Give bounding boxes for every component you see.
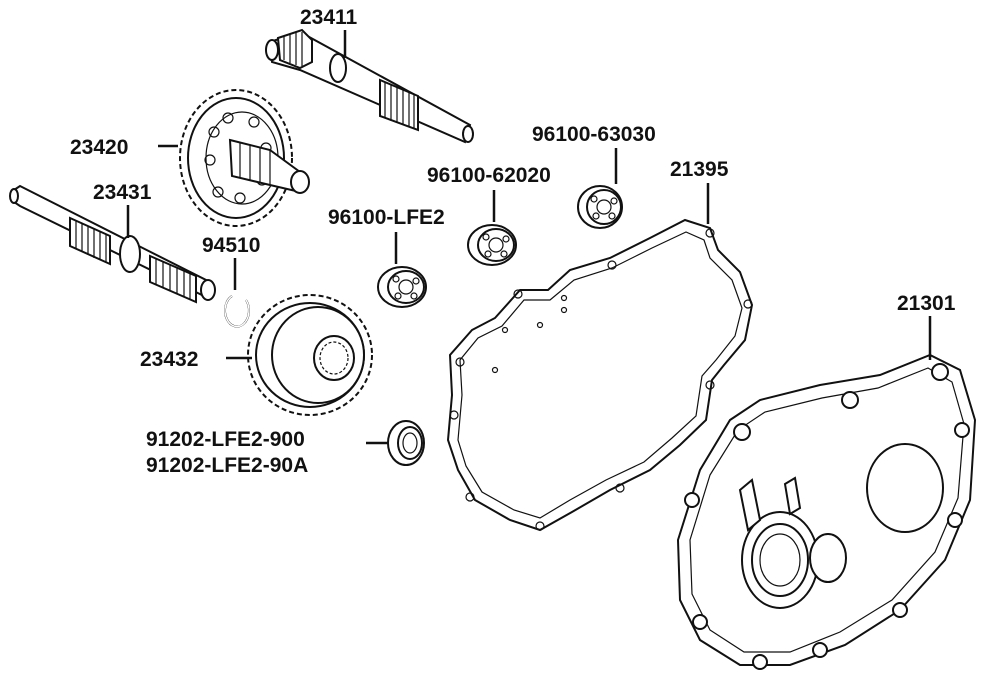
label-23420: 23420 [70, 136, 128, 159]
label-23431: 23431 [93, 181, 152, 204]
label-21301: 21301 [897, 292, 956, 315]
output-shaft-23411 [265, 28, 474, 144]
part-labels: 23411 23420 23431 94510 23432 96100-LFE2… [70, 6, 956, 477]
driven-gear-23432 [247, 294, 373, 416]
leader-lines [126, 30, 932, 445]
drive-gear-23420 [179, 89, 310, 227]
bearing-96100-lfe2 [377, 266, 427, 308]
label-91202-lfe2-90a: 91202-LFE2-90A [146, 454, 308, 477]
oil-seal-91202 [387, 420, 425, 466]
bearing-96100-62020 [467, 224, 517, 266]
label-96100-62020: 96100-62020 [427, 164, 551, 187]
cover-21301 [676, 353, 977, 670]
label-96100-63030: 96100-63030 [532, 123, 656, 146]
label-91202-lfe2-900: 91202-LFE2-900 [146, 428, 305, 451]
final-shaft-23431 [9, 184, 216, 304]
label-96100-lfe2: 96100-LFE2 [328, 206, 445, 229]
label-23411: 23411 [300, 6, 358, 29]
circlip-94510 [224, 295, 250, 328]
bearing-96100-63030 [577, 185, 623, 229]
label-21395: 21395 [670, 158, 729, 181]
gasket-21395 [446, 218, 754, 532]
label-94510: 94510 [202, 234, 260, 257]
label-23432: 23432 [140, 348, 198, 371]
